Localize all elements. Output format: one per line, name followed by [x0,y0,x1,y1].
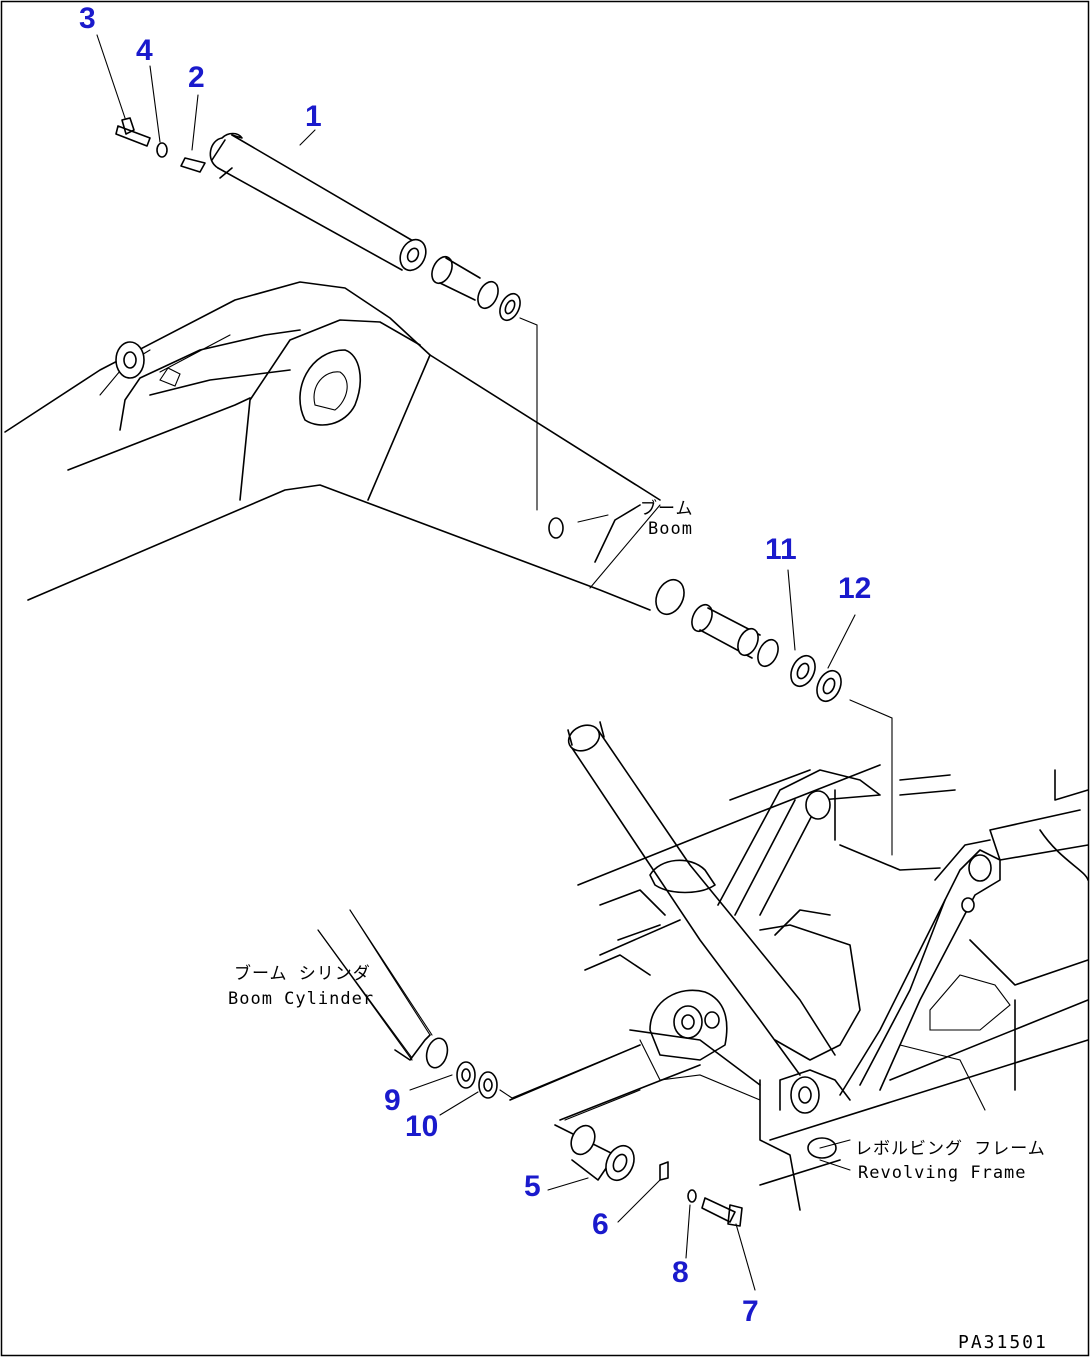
boom-label-jp: ブーム [640,499,694,519]
drawing-code: PA31501 [958,1332,1048,1353]
callout-8: 8 [672,1256,689,1289]
callout-5: 5 [524,1170,541,1203]
callout-3: 3 [79,2,96,35]
bolt-3 [115,117,151,147]
bushings-lower [655,578,842,703]
callout-9: 9 [384,1084,401,1117]
boom-hole [548,517,564,539]
boom-cylinder-label-jp: ブーム シリンダ [234,964,371,984]
boom-outline [4,281,661,611]
bushings-upper [431,255,521,322]
assembly-line-pin5 [564,1089,641,1121]
boom-label-en: Boom [648,519,693,539]
plate-6 [659,1161,669,1181]
pin-5 [554,1124,635,1182]
assembly-line-upper [519,317,538,511]
callout-11: 11 [765,533,797,566]
callout-6: 6 [592,1208,609,1241]
callout-2: 2 [188,61,205,94]
assembly-line-cylinder [499,1044,641,1099]
callout-1: 1 [305,100,322,133]
washer-8 [687,1189,697,1203]
leader-lines [96,34,856,1291]
washer-4 [156,142,168,158]
callout-4: 4 [136,34,153,67]
boom-foot-bracket [717,769,1001,1096]
bolt-7 [701,1197,743,1227]
plate-2 [180,157,206,173]
callout-7: 7 [742,1295,759,1328]
revolving-frame-label-jp: レボルビング フレーム [855,1139,1046,1159]
boom-cylinder-label-en: Boom Cylinder [228,989,375,1009]
revolving-frame-label-en: Revolving Frame [858,1163,1027,1183]
callout-10: 10 [405,1110,439,1143]
cylinder-mount [649,989,728,1061]
boom-cylinder [567,721,851,1114]
pin-1 [209,132,427,272]
callout-12: 12 [838,572,872,605]
assembly-line-lower [849,699,893,856]
